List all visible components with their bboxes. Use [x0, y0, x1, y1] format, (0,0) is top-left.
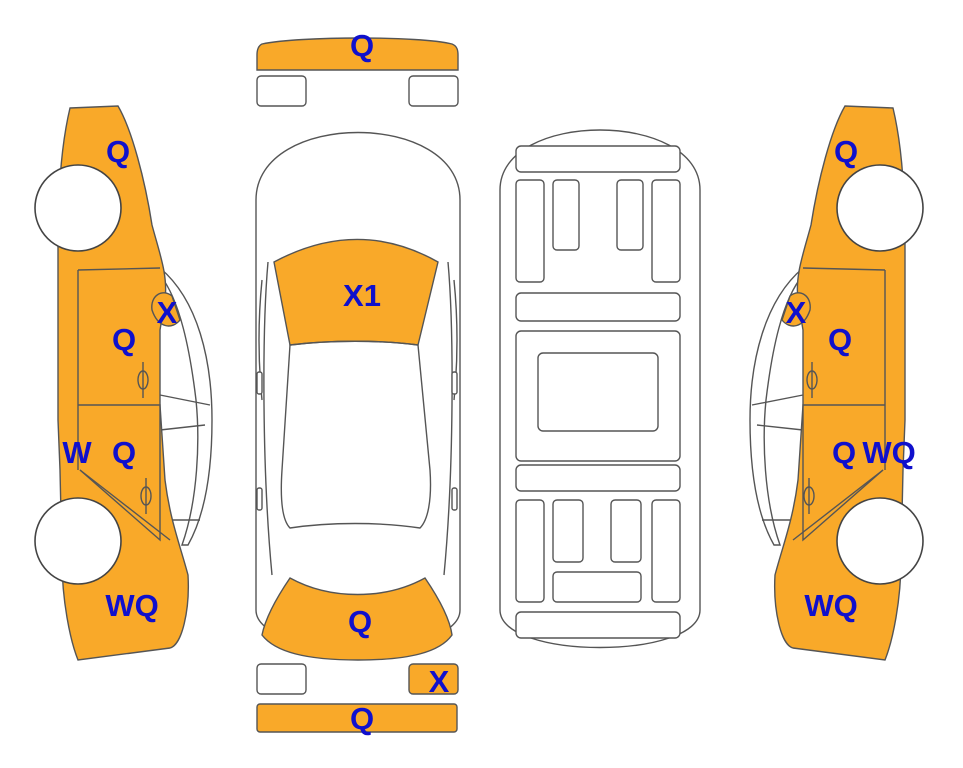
underbody-panel: [515, 179, 545, 283]
underbody-panel: [552, 179, 580, 251]
left-door-lines: [77, 267, 161, 542]
rear-bumper: [256, 703, 458, 733]
right-mirror: [781, 292, 811, 327]
left-side-view: [34, 105, 213, 661]
trunk: [261, 577, 453, 661]
label-left-front-door: Q: [112, 322, 136, 357]
right-door-lines: [802, 267, 886, 542]
underbody-panel: [651, 179, 681, 283]
underbody-panel: [552, 571, 642, 603]
front-left-light: [256, 75, 307, 107]
right-rear-door-edge: [792, 469, 884, 541]
right-side-view: [749, 105, 924, 661]
underbody-view: [499, 129, 701, 649]
right-rear-tire: [836, 497, 924, 585]
label-right-rear-quarter: WQ: [804, 588, 857, 623]
label-rear-corner: X: [429, 664, 450, 699]
right-door-handle-front: [806, 362, 818, 398]
label-right-mirror: X: [786, 295, 807, 330]
rear-right-corner: [408, 663, 459, 695]
label-right-rocker: WQ: [862, 435, 915, 470]
underbody-panel: [616, 179, 644, 251]
label-left-front-fender: Q: [106, 134, 130, 169]
front-bumper: [256, 37, 459, 71]
left-mirror: [151, 292, 181, 327]
left-front-tire: [34, 164, 122, 252]
underbody-panel: [515, 464, 681, 492]
label-left-mirror: X: [157, 295, 178, 330]
rear-left-light: [256, 663, 307, 695]
label-right-rear-door: Q: [832, 435, 856, 470]
top-right-rear-tick: [451, 487, 458, 511]
label-trunk: Q: [348, 604, 372, 639]
underbody-panel: [515, 611, 681, 639]
right-side-window: [749, 266, 804, 546]
underbody-panel: [651, 499, 681, 603]
top-left-rear-tick: [256, 487, 263, 511]
label-right-front-fender: Q: [834, 134, 858, 169]
label-hood: X1: [343, 278, 381, 313]
top-side-lines: [258, 261, 458, 576]
label-left-rear-quarter: WQ: [105, 588, 158, 623]
damage-labels: Q X1 Q X Q Q X Q W Q WQ Q X Q Q WQ WQ: [62, 28, 915, 736]
underbody-panel: [537, 352, 659, 432]
label-left-rear-door: Q: [112, 435, 136, 470]
left-side-window: [159, 266, 213, 546]
underbody-panel: [515, 292, 681, 322]
left-rear-door-edge: [79, 469, 171, 541]
label-left-rocker: W: [62, 435, 92, 470]
underbody-panel: [515, 499, 545, 603]
underbody-outline: [499, 129, 701, 649]
front-right-light: [408, 75, 459, 107]
left-rear-tire: [34, 497, 122, 585]
underbody-panel: [515, 145, 681, 173]
underbody-panel: [610, 499, 642, 563]
top-right-mirror: [451, 371, 458, 395]
left-door-handle-rear: [140, 478, 152, 514]
underbody-panel: [552, 499, 584, 563]
roof: [280, 340, 432, 529]
label-right-front-door: Q: [828, 322, 852, 357]
top-view: [255, 37, 461, 733]
right-front-tire: [836, 164, 924, 252]
label-rear-bumper: Q: [350, 701, 374, 736]
right-door-handle-rear: [803, 478, 815, 514]
label-front-bumper: Q: [350, 28, 374, 63]
top-left-mirror: [256, 371, 263, 395]
left-door-handle-front: [137, 362, 149, 398]
